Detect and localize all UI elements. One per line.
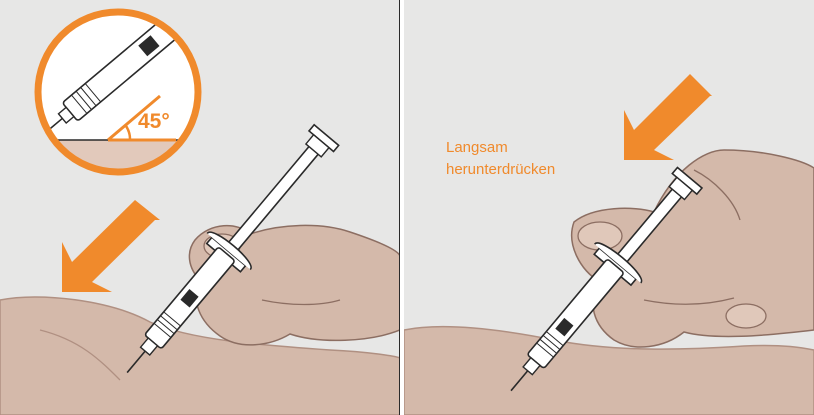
panel-press-plunger [404, 0, 814, 415]
press-slowly-line-1: Langsam [446, 138, 508, 158]
panel-left-border [399, 0, 400, 415]
panel-insert-needle: 45° [0, 0, 400, 415]
press-slowly-line-2: herunterdrücken [446, 160, 555, 180]
angle-label: 45° [138, 110, 170, 133]
